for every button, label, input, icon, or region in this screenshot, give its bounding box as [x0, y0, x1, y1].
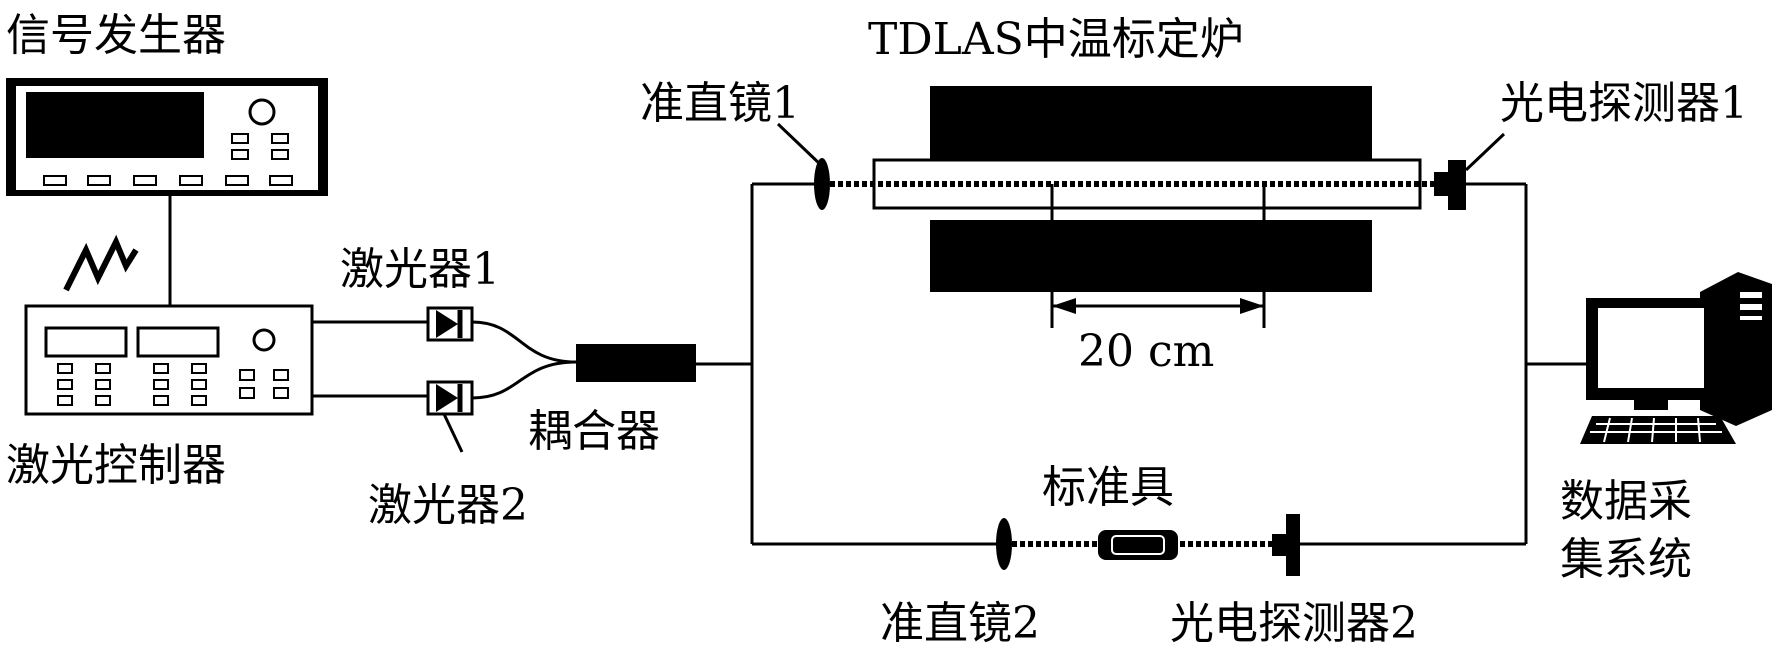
furnace-heater-bottom: [930, 220, 1372, 292]
photodetector1-leader-line: [1464, 132, 1506, 172]
collimator1-lens: [814, 158, 830, 210]
sawtooth-icon: [63, 234, 139, 292]
laser2-label: 激光器2: [368, 480, 528, 531]
daq-label-line1: 数据采: [1560, 476, 1692, 527]
laser1-diode: [426, 306, 474, 342]
laser-controller-label: 激光控制器: [6, 440, 226, 491]
collimator1-label: 准直镜1: [640, 78, 800, 129]
collimator1-leader-line: [776, 122, 824, 168]
dimension-marker: [1050, 184, 1266, 328]
signal-generator-label: 信号发生器: [6, 10, 226, 61]
laser1-label: 激光器1: [340, 244, 500, 295]
signal-generator: [6, 78, 328, 196]
coupler-label: 耦合器: [528, 406, 660, 457]
coupler: [576, 344, 696, 382]
collimator2-lens: [996, 518, 1012, 570]
dimension-label: 20 cm: [1078, 326, 1214, 377]
computer-icon: [1580, 272, 1772, 444]
fiber-laser2-coupler: [471, 360, 577, 400]
reference-cell-label: 标准具: [1042, 462, 1174, 513]
photodetector2: [1272, 514, 1300, 576]
fiber-laser1-coupler: [471, 320, 577, 364]
collimator2-label: 准直镜2: [880, 598, 1040, 649]
photodetector1-label: 光电探测器1: [1500, 78, 1748, 129]
laser2-leader-line: [442, 413, 464, 453]
furnace-label: TDLAS中温标定炉: [868, 14, 1244, 65]
furnace-heater-top: [930, 86, 1372, 160]
laser-controller: [24, 304, 314, 416]
reference-cell: [1098, 530, 1178, 560]
laser2-diode: [426, 380, 474, 416]
photodetector1: [1434, 160, 1466, 210]
daq-label-line2: 集系统: [1560, 534, 1692, 585]
photodetector2-label: 光电探测器2: [1170, 598, 1418, 649]
